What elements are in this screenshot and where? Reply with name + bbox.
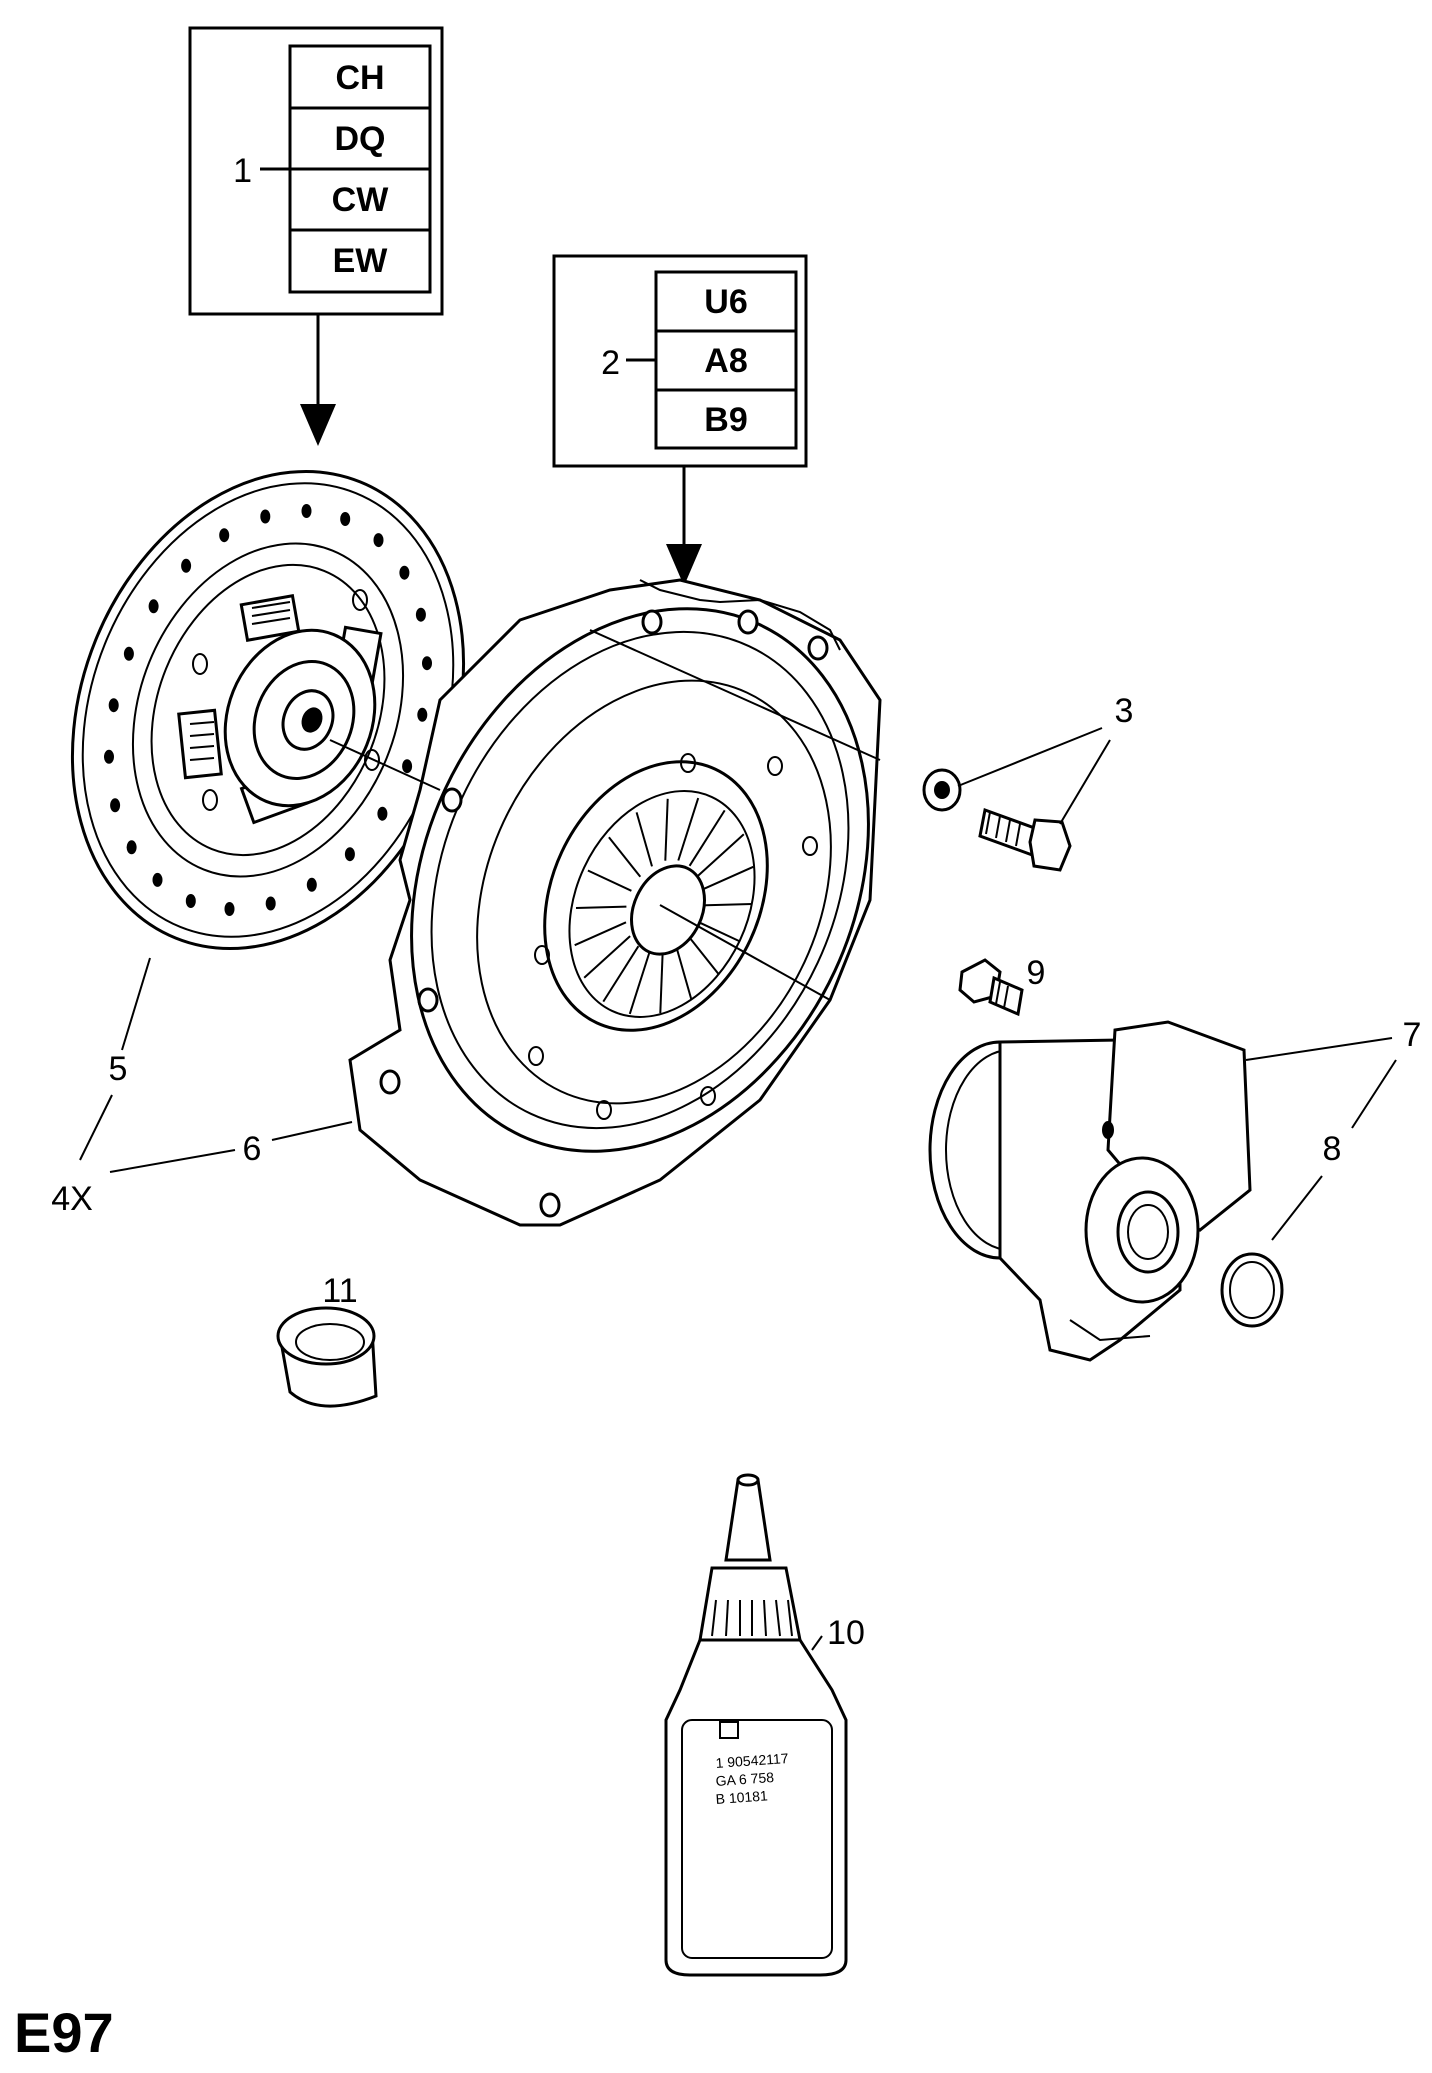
callouts: 5 4X 6 3 9 7 8 11 10: [51, 692, 1421, 1652]
diaphragm-finger: [701, 903, 753, 907]
disc-rivet-hole: [148, 599, 159, 614]
disc-rivet-hole: [340, 512, 351, 526]
diaphragm-finger: [628, 951, 651, 1015]
diaphragm-finger: [575, 905, 627, 909]
o-ring: [1220, 1252, 1284, 1328]
code-box-2: U6 A8 B9 2: [552, 254, 808, 586]
bottle-label-line-1: 1 90542117: [715, 1750, 789, 1771]
diaphragm-finger: [688, 809, 726, 867]
callout-9: 9: [1027, 954, 1046, 992]
small-bolt: [958, 958, 1024, 1017]
disc-rivet-hole: [104, 749, 114, 764]
pressure-plate: [329, 578, 882, 1227]
diaphragm-finger: [608, 836, 642, 878]
diaphragm-finger: [602, 945, 640, 1003]
disc-rivet-hole: [417, 707, 428, 722]
diaphragm-finger: [574, 921, 627, 947]
disc-rivet-hole: [260, 509, 271, 524]
disc-rivet-hole: [265, 896, 276, 911]
page-code: E97: [14, 2001, 114, 2064]
code-box-1-cell-4: EW: [333, 242, 389, 280]
diaphragm-finger: [677, 797, 700, 861]
disc-rivet-hole: [219, 528, 230, 543]
grease-tube: 1 90542117 GA 6 758 B 10181: [664, 1473, 848, 1977]
diaphragm-finger: [664, 798, 669, 861]
code-box-1: CH DQ CW EW 1: [188, 26, 444, 446]
disc-rivet-hole: [110, 798, 121, 813]
disc-rivet-hole: [224, 902, 235, 916]
callout-2: 2: [601, 344, 620, 382]
callout-1: 1: [233, 152, 252, 190]
bottle-label-line-3: B 10181: [715, 1787, 768, 1807]
disc-rivet-hole: [126, 840, 137, 855]
callout-8: 8: [1323, 1130, 1342, 1168]
disc-rivet-hole: [306, 877, 317, 892]
disc-rivet-hole: [373, 533, 384, 548]
disc-rivet-hole: [415, 607, 426, 622]
diaphragm-finger: [697, 833, 745, 877]
callout-4: 4X: [51, 1180, 93, 1218]
diaphragm-finger: [686, 934, 720, 976]
callout-11: 11: [322, 1272, 357, 1310]
disc-rivet-hole: [399, 565, 410, 580]
disc-rivet-hole: [185, 894, 196, 908]
diaphragm-finger: [587, 869, 632, 892]
diaphragm-finger: [635, 812, 653, 867]
disc-rivet-hole: [301, 504, 312, 518]
callout-10: 10: [827, 1614, 865, 1652]
disc-rivet-hole: [422, 656, 432, 671]
diaphragm-finger: [701, 865, 754, 891]
release-bearing: [928, 1020, 1252, 1362]
code-box-2-cell-3: B9: [704, 401, 747, 439]
disc-rivet-hole: [123, 646, 134, 661]
disc-rivet-hole: [344, 847, 355, 862]
bolt-and-washer: [922, 768, 1072, 872]
disc-rivet-hole: [108, 698, 119, 713]
callout-3: 3: [1115, 692, 1134, 730]
callout-7: 7: [1403, 1016, 1422, 1054]
callout-6: 6: [243, 1130, 262, 1168]
disc-rivet-hole: [377, 806, 388, 821]
disc-rivet-hole: [402, 759, 413, 774]
bottle-label-line-2: GA 6 758: [715, 1769, 775, 1789]
disc-rivet-hole: [181, 558, 192, 573]
diaphragm-finger: [583, 935, 631, 979]
disc-rivet-hole: [152, 872, 163, 887]
code-box-1-cell-3: CW: [332, 181, 390, 219]
diaphragm-finger: [675, 945, 693, 1000]
code-box-2-cell-1: U6: [704, 283, 747, 321]
diaphragm-finger: [659, 951, 664, 1014]
code-box-1-cell-1: CH: [335, 59, 384, 97]
diaphragm-finger: [696, 920, 741, 943]
callout-5: 5: [109, 1050, 128, 1088]
code-box-2-cell-2: A8: [704, 342, 747, 380]
pilot-bushing: [276, 1306, 378, 1408]
code-box-1-cell-2: DQ: [335, 120, 386, 158]
